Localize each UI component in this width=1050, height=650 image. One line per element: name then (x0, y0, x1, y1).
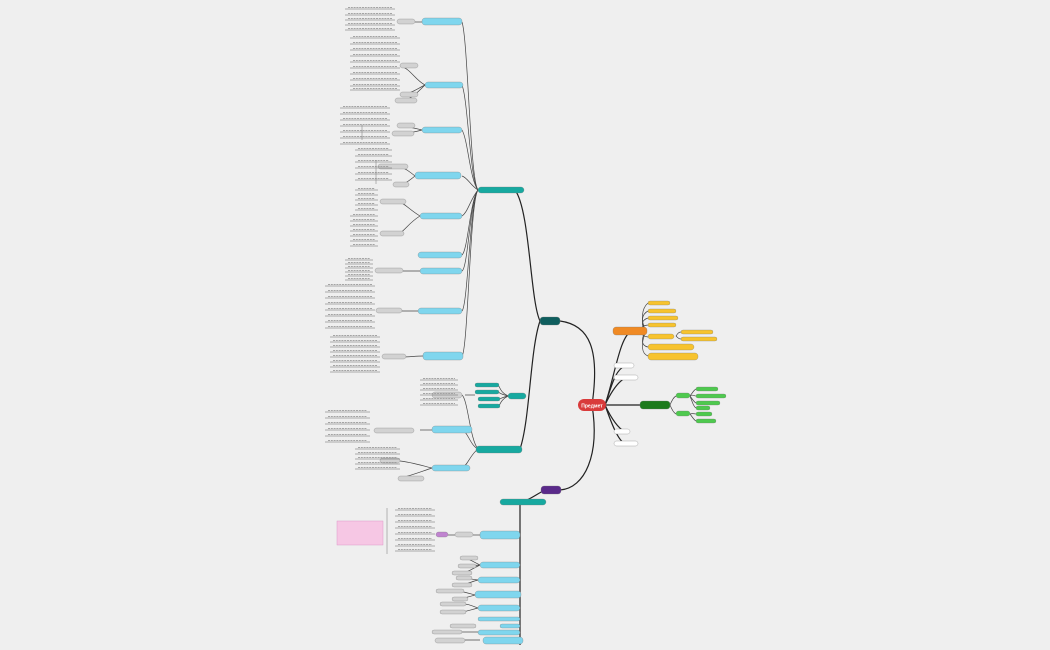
node-grey-m4[interactable] (397, 475, 425, 482)
node-cyan-b6[interactable] (477, 616, 521, 622)
node-g1[interactable] (675, 392, 691, 399)
node-grey-6[interactable] (391, 130, 415, 137)
nodes-layer (373, 17, 727, 645)
root-node[interactable]: Предмет (578, 399, 606, 411)
node-cyan-6[interactable] (417, 251, 463, 259)
leaf-layer (325, 6, 458, 554)
node-white-4[interactable] (613, 440, 639, 447)
node-white-3[interactable] (613, 428, 631, 435)
note-box (336, 520, 384, 546)
node-cyan-b2[interactable] (479, 561, 521, 569)
node-grey-m2[interactable] (373, 427, 415, 434)
node-y6[interactable] (647, 343, 695, 351)
node-cyan-4[interactable] (414, 171, 462, 180)
node-teal-mid-small[interactable] (507, 392, 527, 400)
node-hub-top[interactable] (539, 316, 561, 326)
node-y1[interactable] (647, 300, 671, 306)
node-teal-m4[interactable] (477, 403, 501, 409)
node-white-1[interactable] (613, 362, 635, 369)
node-grey-b10[interactable] (439, 609, 467, 615)
node-cyan-b3[interactable] (477, 576, 521, 584)
node-cyan-8[interactable] (417, 307, 463, 315)
node-grey-b12[interactable] (431, 629, 463, 635)
node-grey-b1[interactable] (454, 531, 474, 538)
node-grey-b5[interactable] (455, 575, 473, 581)
node-grey-10[interactable] (379, 230, 405, 237)
node-g5[interactable] (695, 400, 721, 406)
node-cyan-b8[interactable] (477, 629, 521, 636)
node-teal-m1[interactable] (474, 382, 500, 388)
main-connectors (514, 189, 640, 645)
node-green-dark-node[interactable] (639, 400, 671, 410)
node-grey-b13[interactable] (434, 637, 466, 644)
node-g7[interactable] (695, 411, 713, 417)
node-g8[interactable] (695, 418, 717, 424)
node-grey-b9[interactable] (439, 601, 467, 607)
node-cyan-b4[interactable] (474, 590, 522, 599)
node-cyan-2[interactable] (424, 81, 464, 89)
node-cyan-b7[interactable] (499, 623, 521, 629)
node-g4[interactable] (695, 393, 727, 399)
node-cyan-3[interactable] (421, 126, 463, 134)
node-teal-middle[interactable] (475, 445, 523, 454)
node-grey-5[interactable] (396, 122, 416, 129)
node-grey-b7[interactable] (435, 588, 465, 594)
node-teal-m2[interactable] (474, 389, 500, 395)
node-grey-13[interactable] (381, 353, 407, 360)
node-y5[interactable] (647, 333, 675, 340)
node-white-2[interactable] (613, 374, 639, 381)
root-label: Предмет (581, 404, 603, 410)
node-grey-b6[interactable] (451, 582, 473, 588)
node-purple-b1[interactable] (435, 531, 449, 538)
node-grey-11[interactable] (374, 267, 404, 274)
node-cyan-b1[interactable] (479, 530, 521, 540)
node-cyan-m2[interactable] (431, 464, 471, 472)
node-y8[interactable] (680, 329, 714, 335)
node-grey-3[interactable] (399, 91, 419, 98)
node-y3[interactable] (647, 315, 679, 321)
node-hub-bottom[interactable] (540, 485, 562, 495)
node-grey-8[interactable] (392, 181, 410, 188)
node-teal-top[interactable] (477, 186, 525, 194)
node-orange-node[interactable] (612, 326, 648, 336)
node-cyan-9[interactable] (422, 351, 464, 361)
node-grey-b2[interactable] (459, 555, 479, 561)
node-y4[interactable] (647, 322, 677, 328)
node-g2[interactable] (675, 410, 691, 417)
node-cyan-7[interactable] (419, 267, 463, 275)
node-grey-2[interactable] (399, 62, 419, 69)
node-grey-b11[interactable] (449, 623, 477, 629)
node-cyan-b5[interactable] (477, 604, 521, 612)
node-grey-1[interactable] (396, 18, 416, 25)
upper-spine (399, 21, 479, 358)
node-teal-m3[interactable] (477, 396, 501, 402)
node-grey-9[interactable] (379, 198, 407, 205)
node-cyan-b9[interactable] (482, 636, 524, 645)
node-grey-b8[interactable] (451, 596, 469, 602)
node-g3[interactable] (695, 386, 719, 392)
node-cyan-1[interactable] (421, 17, 463, 26)
node-grey-4[interactable] (394, 97, 418, 104)
node-y2[interactable] (647, 308, 677, 314)
node-grey-b3[interactable] (457, 563, 477, 569)
node-y9[interactable] (680, 336, 718, 342)
node-g6[interactable] (695, 405, 711, 411)
node-y7[interactable] (647, 352, 699, 361)
node-cyan-m1[interactable] (431, 425, 473, 434)
node-teal-bottom[interactable] (499, 498, 547, 506)
node-cyan-5[interactable] (419, 212, 463, 220)
node-grey-b4[interactable] (451, 570, 473, 576)
node-grey-12[interactable] (375, 307, 403, 314)
